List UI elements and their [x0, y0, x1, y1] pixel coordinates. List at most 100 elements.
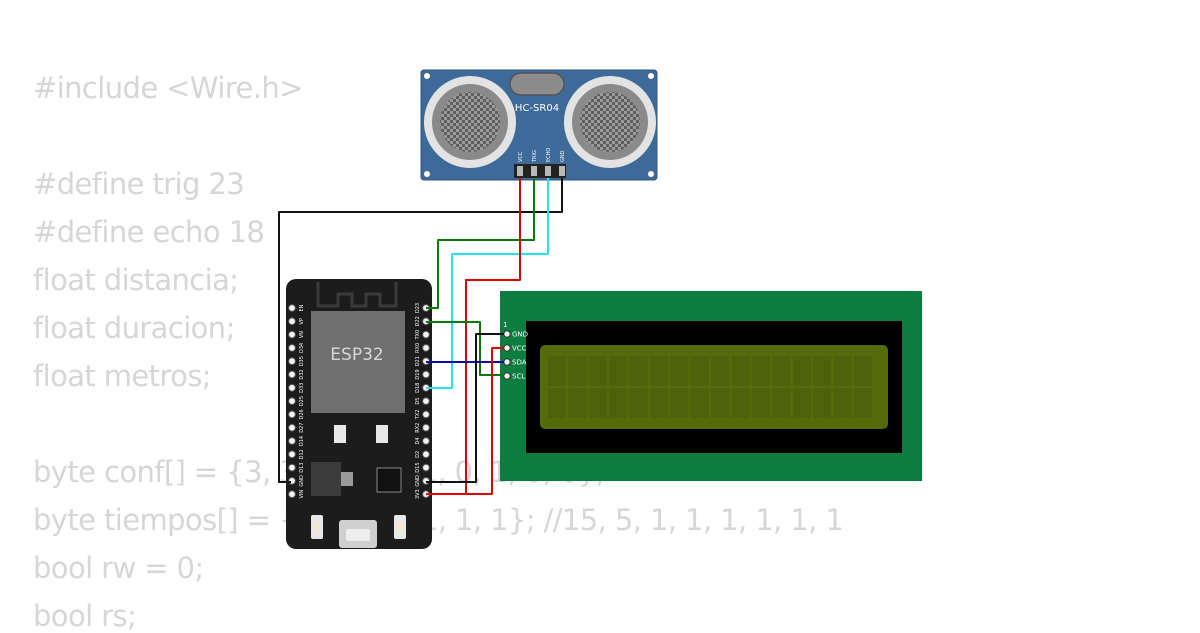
esp32-pin-right-10[interactable]: D4: [415, 437, 430, 445]
lcd-cell: [650, 356, 668, 386]
lcd-cell: [609, 388, 628, 418]
esp32-pin-label: D27: [299, 423, 305, 433]
wire-sensor-trig[interactable]: [426, 178, 535, 309]
sensor-pin-label-trig: TRIG: [532, 150, 538, 163]
lcd-cell: [731, 388, 750, 418]
lcd-cell: [772, 356, 791, 386]
esp32-pin-label: D12: [299, 449, 305, 459]
wire-sensor-echo[interactable]: [426, 178, 549, 389]
esp32-pin-label: D26: [299, 409, 305, 419]
transducer-right: [564, 76, 656, 168]
lcd-cell: [731, 356, 750, 386]
lcd-cell: [833, 388, 852, 418]
esp32-pin-label: VN: [299, 331, 305, 338]
esp32-pin-right-9[interactable]: RX2: [415, 423, 430, 433]
lcd-cell: [650, 388, 668, 418]
esp32-pin-left-6[interactable]: D33: [288, 383, 305, 393]
lcd-cell: [568, 388, 587, 418]
sensor-model-label: HC-SR04: [515, 103, 559, 114]
code-line-1: #include <Wire.h>: [33, 71, 303, 105]
code-line-9: bool rw = 0;: [33, 551, 204, 585]
lcd-pin-gnd[interactable]: GND: [503, 330, 528, 339]
sensor-header-pins: [514, 164, 566, 178]
esp32-pin-label: D13: [299, 462, 305, 472]
lcd-cell: [772, 388, 791, 418]
wire-sensor-gnd[interactable]: [278, 178, 563, 483]
lcd-pin-sda[interactable]: SDA: [503, 358, 527, 367]
code-line-5: float duracion;: [33, 311, 235, 345]
lcd-cell: [711, 356, 730, 386]
lcd-cell: [568, 356, 587, 386]
esp32-pin-label: D22: [415, 316, 421, 326]
lcd-cell: [752, 356, 770, 386]
lcd-cell: [629, 356, 648, 386]
esp32-pin-label: D5: [415, 398, 421, 405]
esp32-pin-left-10[interactable]: D14: [288, 436, 305, 446]
ultrasonic-sensor[interactable]: HC-SR04 VCC TRIG ECHO GND: [420, 69, 658, 181]
sensor-pin-label-gnd: GND: [560, 150, 566, 162]
esp32-pin-label: D21: [415, 356, 421, 366]
esp32-pin-left-8[interactable]: D26: [288, 409, 305, 420]
esp32-board[interactable]: ESP32 ENVPVND34D35D32D33D25D26D27D14D12D…: [286, 279, 432, 549]
esp32-pin-left-4[interactable]: D35: [288, 356, 305, 366]
esp32-pin-label: D14: [299, 436, 305, 446]
lcd-cell: [792, 356, 811, 386]
lcd-cell: [792, 388, 811, 418]
esp32-pin-left-1[interactable]: VP: [288, 317, 305, 326]
esp32-pin-left-7[interactable]: D25: [288, 396, 305, 406]
esp32-pin-left-5[interactable]: D32: [288, 369, 305, 380]
esp32-module-shield: [311, 311, 405, 413]
wires: [278, 178, 563, 495]
code-line-4: float distancia;: [33, 263, 239, 297]
esp32-pin-label: D15: [415, 462, 421, 472]
esp32-pin-right-8[interactable]: TX2: [415, 410, 430, 421]
lcd-cell: [588, 356, 607, 386]
esp32-label: ESP32: [330, 345, 383, 365]
esp32-pin-left-14[interactable]: VIN: [288, 490, 305, 499]
lcd-pin-label-scl: SCL: [512, 373, 525, 381]
lcd-cell: [854, 356, 872, 386]
esp32-pin-label: D32: [299, 369, 305, 379]
esp32-pin-label: 3V3: [415, 489, 421, 499]
esp32-pin-label: VIN: [299, 490, 305, 499]
wire-lcd-vcc[interactable]: [426, 347, 504, 495]
lcd-pin-vcc[interactable]: VCC: [503, 344, 527, 353]
lcd-display[interactable]: 1 GND VCC SDA SCL: [500, 291, 922, 481]
esp32-pin-right-3[interactable]: RX0: [415, 343, 430, 353]
esp32-pin-left-12[interactable]: D13: [288, 462, 305, 473]
esp32-pin-right-12[interactable]: D15: [415, 462, 430, 473]
code-line-2: #define trig 23: [33, 167, 245, 201]
esp32-pin-right-2[interactable]: TX0: [415, 330, 430, 341]
esp32-pin-label: RX0: [415, 343, 421, 353]
esp32-pin-label: D33: [299, 383, 305, 393]
code-line-6: float metros;: [33, 359, 212, 393]
lcd-character-cells: [548, 356, 872, 418]
lcd-cell: [548, 356, 566, 386]
esp32-pin-right-7[interactable]: D5: [415, 397, 430, 406]
lcd-pin-index: 1: [503, 321, 507, 329]
lcd-cell: [854, 388, 872, 418]
esp32-pin-left-2[interactable]: VN: [288, 330, 305, 339]
lcd-cell: [711, 388, 730, 418]
esp32-pin-left-3[interactable]: D34: [288, 343, 305, 353]
wire-lcd-gnd[interactable]: [426, 333, 504, 483]
esp32-pin-right-11[interactable]: D2: [415, 450, 430, 459]
lcd-pin-scl[interactable]: SCL: [503, 372, 526, 381]
esp32-pin-label: D18: [415, 383, 421, 393]
sensor-pin-label-echo: ECHO: [546, 148, 552, 162]
lcd-cell: [670, 356, 689, 386]
esp32-pin-label: TX0: [415, 330, 421, 341]
esp32-pin-left-0[interactable]: EN: [288, 304, 305, 312]
esp32-pin-label: GND: [299, 475, 305, 487]
lcd-cell: [609, 356, 628, 386]
esp32-pin-label: D23: [415, 303, 421, 313]
esp32-pin-left-9[interactable]: D27: [288, 423, 305, 433]
esp32-pin-left-11[interactable]: D12: [288, 449, 305, 459]
esp32-pin-label: GND: [415, 475, 421, 487]
transducer-left: [424, 76, 516, 168]
code-line-10: bool rs;: [33, 599, 137, 633]
lcd-cell: [588, 388, 607, 418]
esp32-pin-right-5[interactable]: D19: [415, 369, 430, 380]
